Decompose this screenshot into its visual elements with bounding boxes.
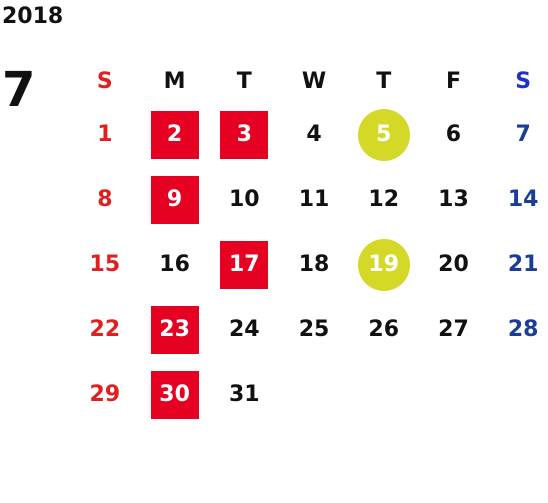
day-number: 9 [166, 187, 183, 212]
day-cell[interactable]: 24 [209, 297, 279, 362]
day-number: 13 [438, 187, 469, 212]
weekday-wednesday: W [301, 68, 327, 94]
day-cell[interactable]: 29 [70, 362, 140, 427]
day-number: 28 [507, 317, 539, 342]
weekday-thursday: T [376, 68, 392, 94]
day-number: 16 [159, 252, 190, 277]
week-row: 8 9 10 11 12 13 14 [70, 167, 548, 232]
day-number: 17 [228, 252, 260, 277]
day-number: 6 [445, 122, 462, 147]
day-cell[interactable]: 12 [349, 167, 419, 232]
day-number: 14 [507, 187, 539, 212]
week-row: 22 23 24 25 26 27 28 [70, 297, 548, 362]
empty-day-cell [419, 362, 489, 427]
week-row: 1 2 3 4 5 6 7 [70, 102, 548, 167]
day-cell[interactable]: 14 [488, 167, 548, 232]
day-cell[interactable]: 23 [140, 297, 210, 362]
day-number: 12 [368, 187, 400, 212]
weekday-friday: F [445, 68, 461, 94]
day-number: 23 [159, 317, 190, 342]
day-cell[interactable]: 7 [488, 102, 548, 167]
day-cell[interactable]: 6 [419, 102, 489, 167]
day-number: 2 [166, 122, 183, 147]
weekday-header-row: S M T W T F S [70, 60, 548, 102]
day-cell[interactable]: 20 [419, 232, 489, 297]
event-marker [150, 110, 199, 159]
day-number: 26 [368, 317, 400, 342]
day-number: 8 [97, 187, 113, 212]
day-cell[interactable]: 25 [279, 297, 349, 362]
day-cell[interactable]: 16 [140, 232, 210, 297]
day-number: 25 [298, 317, 330, 342]
day-number: 29 [89, 382, 121, 407]
day-number: 24 [228, 317, 260, 342]
day-cell[interactable]: 21 [488, 232, 548, 297]
event-marker [150, 305, 199, 354]
day-cell[interactable]: 17 [209, 232, 279, 297]
day-number: 20 [438, 252, 469, 277]
day-cell[interactable]: 11 [279, 167, 349, 232]
month-number: 7 [2, 62, 36, 118]
weekday-tuesday: T [236, 68, 252, 94]
empty-day-cell [279, 362, 349, 427]
day-number: 4 [306, 122, 322, 147]
weekday-sunday: S [96, 68, 113, 94]
empty-day-cell [349, 362, 419, 427]
day-number: 15 [89, 252, 121, 277]
week-row: 15 16 17 18 19 20 21 [70, 232, 548, 297]
day-number: 3 [236, 122, 252, 147]
day-cell[interactable]: 1 [70, 102, 140, 167]
event-marker [150, 175, 199, 224]
empty-day-cell [488, 362, 548, 427]
event-marker [220, 110, 269, 159]
day-number: 5 [376, 122, 392, 147]
week-row: 29 30 31 [70, 362, 548, 427]
weekday-saturday: S [515, 68, 532, 94]
day-cell[interactable]: 18 [279, 232, 349, 297]
event-marker [150, 370, 199, 419]
day-number: 7 [515, 122, 531, 147]
day-cell[interactable]: 22 [70, 297, 140, 362]
day-cell[interactable]: 19 [349, 232, 419, 297]
day-number: 22 [89, 317, 121, 342]
day-number: 31 [228, 382, 260, 407]
event-marker [220, 240, 269, 289]
day-number: 30 [159, 382, 190, 407]
day-cell[interactable]: 27 [419, 297, 489, 362]
highlight-marker [357, 108, 410, 161]
day-cell[interactable]: 4 [279, 102, 349, 167]
weekday-monday: M [163, 68, 186, 94]
day-cell[interactable]: 5 [349, 102, 419, 167]
day-number: 27 [438, 317, 469, 342]
day-cell[interactable]: 31 [209, 362, 279, 427]
year-label: 2018 [2, 4, 64, 29]
day-cell[interactable]: 13 [419, 167, 489, 232]
day-number: 19 [368, 252, 400, 277]
day-number: 10 [228, 187, 260, 212]
day-cell[interactable]: 2 [140, 102, 210, 167]
day-cell[interactable]: 26 [349, 297, 419, 362]
day-number: 11 [298, 187, 330, 212]
day-cell[interactable]: 3 [209, 102, 279, 167]
day-number: 1 [97, 122, 113, 147]
highlight-marker [357, 238, 410, 291]
day-number: 18 [298, 252, 330, 277]
day-cell[interactable]: 15 [70, 232, 140, 297]
day-cell[interactable]: 8 [70, 167, 140, 232]
day-cell[interactable]: 9 [140, 167, 210, 232]
day-cell[interactable]: 10 [209, 167, 279, 232]
day-cell[interactable]: 28 [488, 297, 548, 362]
day-cell[interactable]: 30 [140, 362, 210, 427]
day-number: 21 [507, 252, 539, 277]
